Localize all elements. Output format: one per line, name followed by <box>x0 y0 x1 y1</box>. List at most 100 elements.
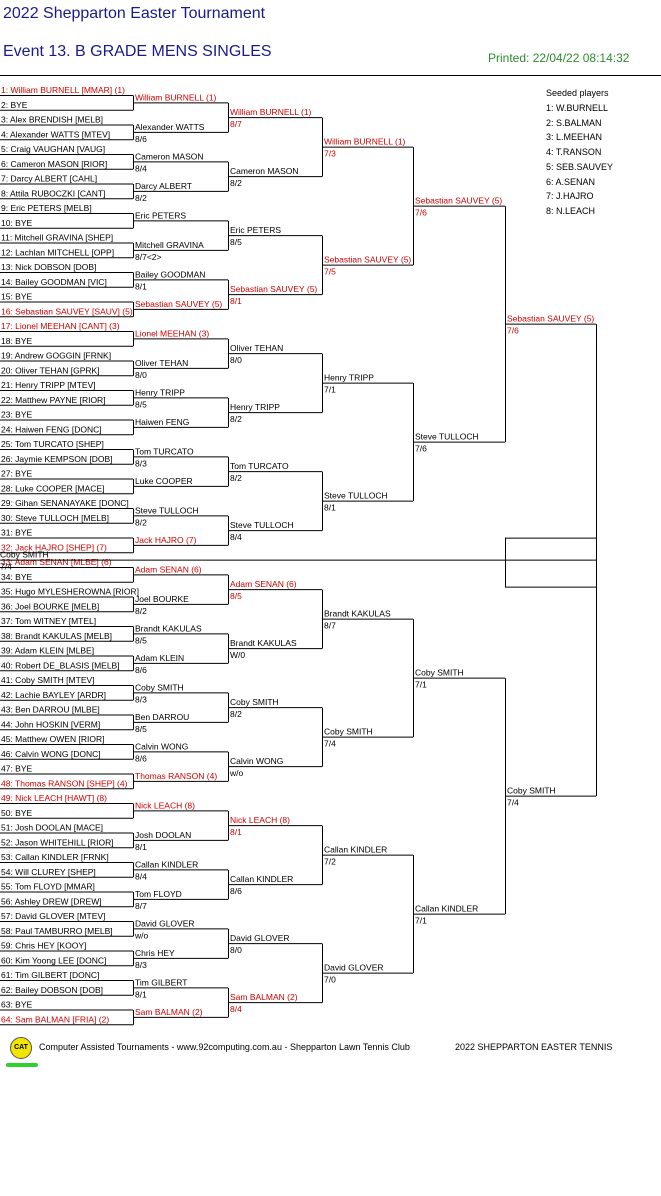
match-score: 7/0 <box>324 975 336 985</box>
match-score: 7/3 <box>324 149 336 159</box>
match-score: w/o <box>134 930 149 940</box>
draw-entry: 2: BYE <box>1 100 28 110</box>
match-score: 8/2 <box>135 193 147 203</box>
seeded-item: 5: SEB.SAUVEY <box>546 161 614 172</box>
match-score: 8/1 <box>135 281 147 291</box>
draw-entry: 14: Bailey GOODMAN [VIC] <box>1 277 107 287</box>
match-score: 8/3 <box>135 960 147 970</box>
match-score: 8/1 <box>230 827 242 837</box>
draw-entry: 13: Nick DOBSON [DOB] <box>1 262 96 272</box>
draw-entry: 64: Sam BALMAN [FRIA] (2) <box>1 1014 109 1024</box>
match-score: 8/6 <box>135 665 147 675</box>
winner-name: Sam BALMAN (2) <box>135 1007 203 1017</box>
match-score: 8/2 <box>230 178 242 188</box>
match-score: 7/4 <box>324 739 336 749</box>
winner-name: Darcy ALBERT <box>135 181 192 191</box>
winner-name: Steve TULLOCH <box>230 520 294 530</box>
draw-entry: 47: BYE <box>1 764 33 774</box>
draw-entry: 58: Paul TAMBURRO [MELB] <box>1 926 113 936</box>
draw-entry: 20: Oliver TEHAN [GPRK] <box>1 365 100 375</box>
winner-name: Thomas RANSON (4) <box>135 771 217 781</box>
winner-name: Adam SENAN (6) <box>230 579 297 589</box>
match-score: 7/1 <box>415 916 427 926</box>
match-score: 7/6 <box>415 208 427 218</box>
winner-name: Cameron MASON <box>135 151 204 161</box>
draw-entry: 45: Matthew OWEN [RIOR] <box>1 734 104 744</box>
winner-name: Eric PETERS <box>230 225 281 235</box>
draw-entry: 29: Gihan SENANAYAKE [DONC] <box>1 498 129 508</box>
draw-entry: 36: Joel BOURKE [MELB] <box>1 601 99 611</box>
match-score: 7/4 <box>507 798 519 808</box>
winner-name: Tom TURCATO <box>230 461 289 471</box>
winner-name: Chris HEY <box>135 948 175 958</box>
winner-name: Sebastian SAUVEY (5) <box>135 299 222 309</box>
seeded-item: 2: S.BALMAN <box>546 117 602 128</box>
cat-logo-swoosh <box>6 1063 38 1067</box>
match-score: 8/5 <box>135 635 147 645</box>
draw-entry: 5: Craig VAUGHAN [VAUG] <box>1 144 105 154</box>
winner-name: Josh DOOLAN <box>135 830 191 840</box>
winner-name: William BURNELL (1) <box>135 92 217 102</box>
winner-name: William BURNELL (1) <box>230 107 312 117</box>
match-score: 8/5 <box>230 237 242 247</box>
draw-entry: 11: Mitchell GRAVINA [SHEP] <box>1 233 113 243</box>
draw-entry: 24: Haiwen FENG [DONC] <box>1 424 102 434</box>
winner-name: Oliver TEHAN <box>230 343 283 353</box>
winner-name: Eric PETERS <box>135 210 186 220</box>
winner-name: Henry TRIPP <box>135 387 185 397</box>
draw-entry: 43: Ben DARROU [MLBE] <box>1 705 100 715</box>
draw-entry: 60: Kim Yoong LEE [DONC] <box>1 955 106 965</box>
winner-name: David GLOVER <box>135 918 195 928</box>
winner-name: Haiwen FENG <box>135 417 189 427</box>
draw-entry: 30: Steve TULLOCH [MELB] <box>1 513 109 523</box>
match-score: W/0 <box>230 650 245 660</box>
draw-entry: 50: BYE <box>1 808 33 818</box>
draw-entry: 27: BYE <box>1 469 33 479</box>
match-score: 8/0 <box>135 370 147 380</box>
winner-name: Tom TURCATO <box>135 446 194 456</box>
match-score: 8/6 <box>230 886 242 896</box>
draw-entry: 10: BYE <box>1 218 33 228</box>
draw-entry: 48: Thomas RANSON [SHEP] (4) <box>1 778 128 788</box>
winner-name: Adam KLEIN <box>135 653 184 663</box>
winner-name: David GLOVER <box>230 933 290 943</box>
draw-entry: 28: Luke COOPER [MACE] <box>1 483 104 493</box>
winner-name: Coby SMITH <box>230 697 279 707</box>
draw-entry: 59: Chris HEY [KOOY] <box>1 941 86 951</box>
printed-timestamp: Printed: 22/04/22 08:14:32 <box>488 51 630 65</box>
draw-entry: 41: Coby SMITH [MTEV] <box>1 675 95 685</box>
match-score: 8/4 <box>230 1004 242 1014</box>
match-score: 8/0 <box>230 945 242 955</box>
match-score: 8/1 <box>324 503 336 513</box>
footer-event-name: 2022 SHEPPARTON EASTER TENNIS <box>455 1042 613 1052</box>
match-score: 8/2 <box>230 709 242 719</box>
winner-name: Steve TULLOCH <box>324 491 388 501</box>
match-score: 7/1 <box>415 680 427 690</box>
draw-entry: 25: Tom TURCATO [SHEP] <box>1 439 104 449</box>
match-score: 8/5 <box>230 591 242 601</box>
draw-entry: 61: Tim GILBERT [DONC] <box>1 970 99 980</box>
seeded-item: 3: L.MEEHAN <box>546 132 603 143</box>
draw-entry: 16: Sebastian SAUVEY [SAUV] (5) <box>1 306 133 316</box>
draw-entry: 38: Brandt KAKULAS [MELB] <box>1 631 112 641</box>
draw-entry: 15: BYE <box>1 292 33 302</box>
draw-entry: 32: Jack HAJRO [SHEP] (7) <box>1 542 107 552</box>
winner-name: Callan KINDLER <box>135 859 198 869</box>
seeded-item: 4: T.RANSON <box>546 147 602 157</box>
winner-name: Coby SMITH <box>0 550 49 560</box>
draw-entry: 7: Darcy ALBERT [CAHL] <box>1 174 97 184</box>
match-score: 8/4 <box>135 871 147 881</box>
winner-name: Steve TULLOCH <box>415 432 479 442</box>
winner-name: Mitchell GRAVINA <box>135 240 204 250</box>
draw-entry: 3: Alex BRENDISH [MELB] <box>1 115 103 125</box>
winner-name: Cameron MASON <box>230 166 299 176</box>
winner-name: Calvin WONG <box>230 756 283 766</box>
draw-entry: 21: Henry TRIPP [MTEV] <box>1 380 96 390</box>
match-score: 8/2 <box>135 517 147 527</box>
winner-name: Adam SENAN (6) <box>135 564 202 574</box>
draw-entry: 40: Robert DE_BLASIS [MELB] <box>1 660 120 670</box>
draw-entry: 22: Matthew PAYNE [RIOR] <box>1 395 106 405</box>
winner-name: Henry TRIPP <box>324 373 374 383</box>
draw-entry: 56: Ashley DREW [DREW] <box>1 896 102 906</box>
